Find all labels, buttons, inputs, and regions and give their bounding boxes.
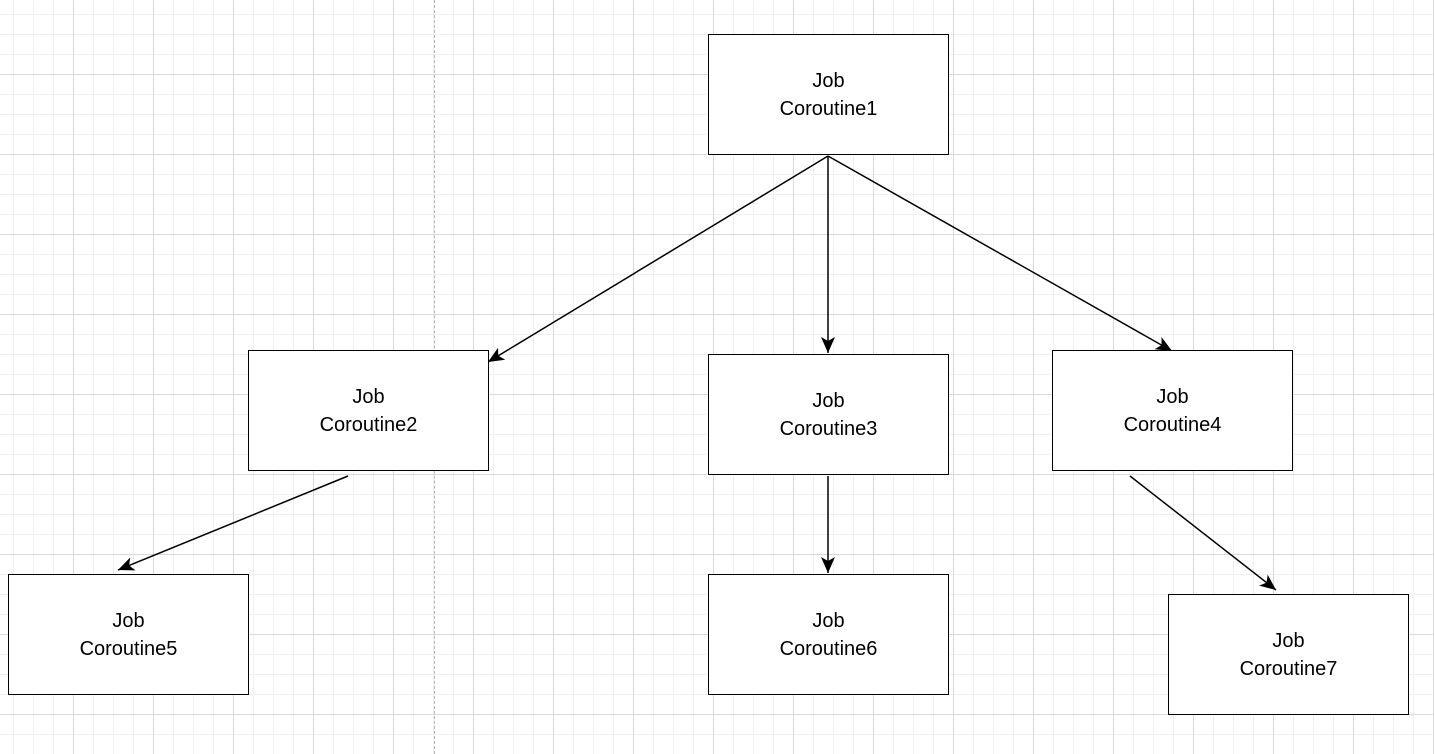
edge-coroutine1-to-coroutine2[interactable] [487,155,829,363]
node-type-label: Job [812,609,845,632]
node-name-label: Coroutine3 [779,417,878,440]
node-type-label: Job [112,609,145,632]
edge-coroutine2-to-coroutine5[interactable] [117,475,349,571]
node-coroutine7[interactable]: Job Coroutine7 [1168,594,1409,715]
node-type-label: Job [352,385,385,408]
node-type-label: Job [1272,629,1305,652]
node-name-label: Coroutine5 [79,637,178,660]
node-coroutine5[interactable]: Job Coroutine5 [8,574,249,695]
node-name-label: Coroutine6 [779,637,878,660]
node-name-label: Coroutine4 [1123,413,1222,436]
node-coroutine4[interactable]: Job Coroutine4 [1052,350,1293,471]
node-coroutine2[interactable]: Job Coroutine2 [248,350,489,471]
node-coroutine3[interactable]: Job Coroutine3 [708,354,949,475]
node-coroutine1[interactable]: Job Coroutine1 [708,34,949,155]
node-coroutine6[interactable]: Job Coroutine6 [708,574,949,695]
node-type-label: Job [1156,385,1189,408]
node-name-label: Coroutine2 [319,413,418,436]
node-type-label: Job [812,389,845,412]
edge-coroutine1-to-coroutine4[interactable] [827,155,1173,352]
node-name-label: Coroutine7 [1239,657,1338,680]
edge-coroutine4-to-coroutine7[interactable] [1129,475,1277,591]
node-type-label: Job [812,69,845,92]
node-name-label: Coroutine1 [779,97,878,120]
